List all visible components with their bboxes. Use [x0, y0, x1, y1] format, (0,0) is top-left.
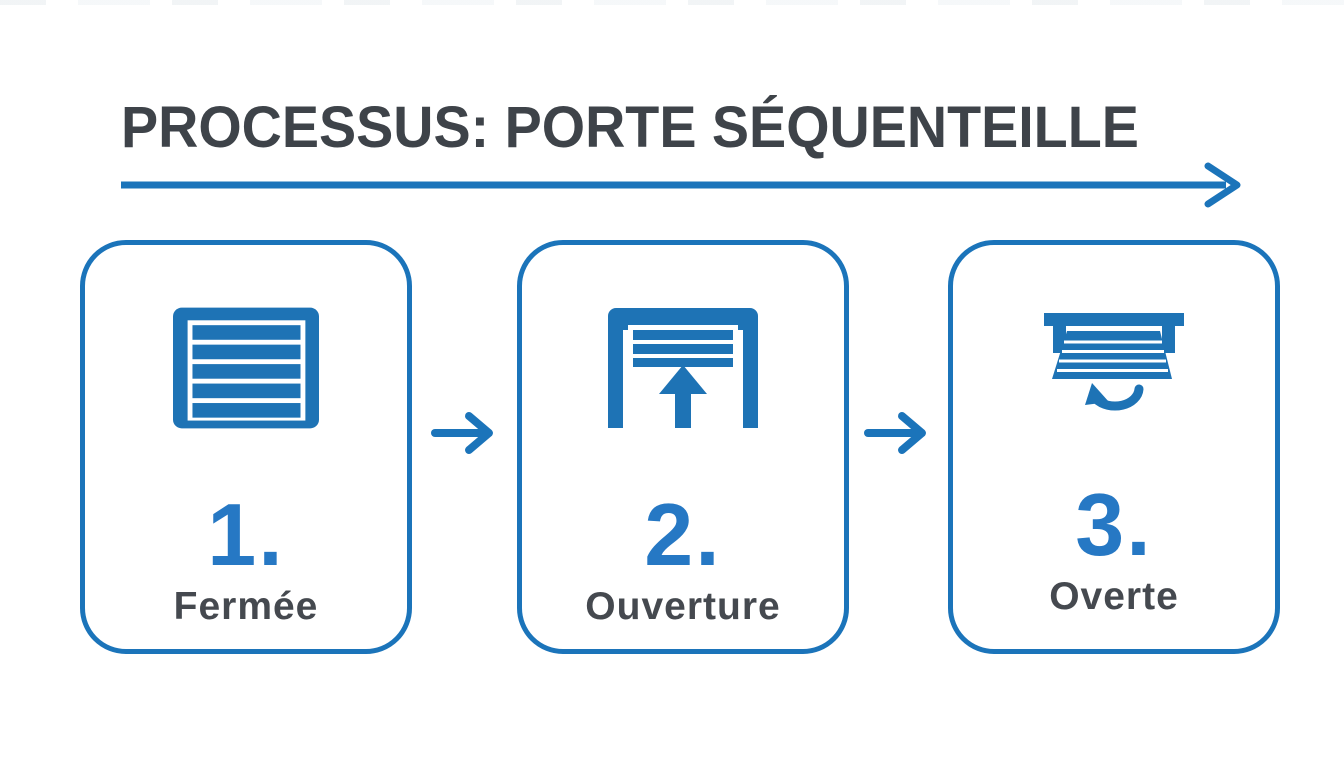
page-title: PROCESSUS: PORTE SÉQUENTEILLE: [121, 95, 1139, 160]
step-card-open: 3. Overte: [948, 240, 1280, 654]
top-edge-artifact: [0, 0, 1344, 5]
step-number: 2.: [644, 485, 722, 584]
process-direction-arrow: [121, 162, 1241, 208]
garage-door-opening-icon: [608, 307, 758, 429]
step-label: Overte: [1049, 575, 1179, 618]
step-card-closed: 1. Fermée: [80, 240, 412, 654]
step-connector-arrow-2: [864, 412, 926, 454]
step-number: 3.: [1075, 475, 1153, 574]
garage-door-open-icon: [1039, 313, 1189, 423]
garage-door-closed-icon: [173, 307, 319, 429]
step-number: 1.: [207, 485, 285, 584]
step-label: Fermée: [173, 585, 319, 628]
step-card-opening: 2. Ouverture: [517, 240, 849, 654]
step-label: Ouverture: [585, 585, 781, 628]
step-connector-arrow-1: [431, 412, 493, 454]
